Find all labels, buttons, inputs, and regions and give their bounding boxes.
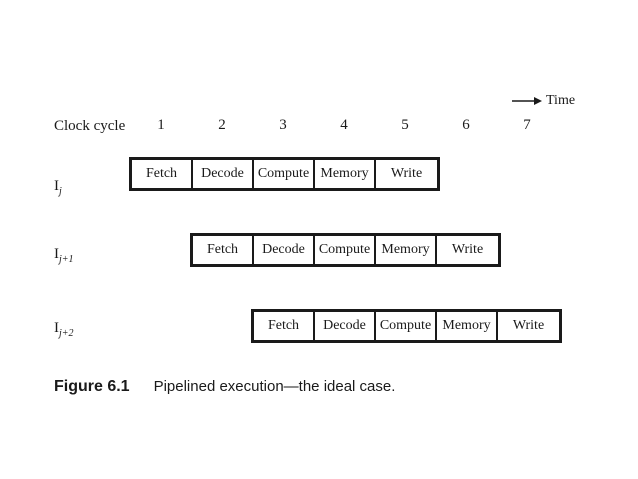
stage-memory: Memory xyxy=(437,312,498,340)
pipeline-row: Fetch Decode Compute Memory Write xyxy=(190,233,501,267)
cycle-number: 4 xyxy=(340,117,348,133)
stage-write: Write xyxy=(390,166,423,181)
stage-decode: Decode xyxy=(193,160,254,188)
instruction-label: Ij+2 xyxy=(54,320,74,339)
cycle-number: 1 xyxy=(157,117,165,133)
cycle-number: 6 xyxy=(462,117,470,133)
time-indicator: Time xyxy=(512,93,575,109)
figure-caption: Figure 6.1 Pipelined execution—the ideal… xyxy=(54,378,395,396)
stage-write: Write xyxy=(512,318,545,333)
pipeline-row: Fetch Decode Compute Memory Write xyxy=(251,309,562,343)
stage-fetch: Fetch xyxy=(193,236,254,264)
time-label: Time xyxy=(546,93,576,108)
figure-caption-text: Pipelined execution—the ideal case. xyxy=(153,378,396,395)
stage-fetch: Fetch xyxy=(132,160,193,188)
stage-memory: Memory xyxy=(315,160,376,188)
stage-memory: Memory xyxy=(376,236,437,264)
stage-compute: Compute xyxy=(254,160,315,188)
instruction-label: Ij xyxy=(54,178,62,197)
stage-compute: Compute xyxy=(376,312,437,340)
clock-cycle-label: Clock cycle xyxy=(54,118,126,134)
stage-compute: Compute xyxy=(315,236,376,264)
cycle-number: 3 xyxy=(279,117,287,133)
arrow-right-icon xyxy=(512,97,542,105)
stage-write: Write xyxy=(451,242,484,257)
stage-fetch: Fetch xyxy=(254,312,315,340)
figure-number: Figure 6.1 xyxy=(54,378,130,395)
cycle-number: 7 xyxy=(523,117,531,133)
pipeline-row: Fetch Decode Compute Memory Write xyxy=(129,157,440,191)
instruction-label: Ij+1 xyxy=(54,246,74,265)
stage-decode: Decode xyxy=(254,236,315,264)
cycle-number: 2 xyxy=(218,117,226,133)
cycle-number: 5 xyxy=(401,117,409,133)
stage-decode: Decode xyxy=(315,312,376,340)
